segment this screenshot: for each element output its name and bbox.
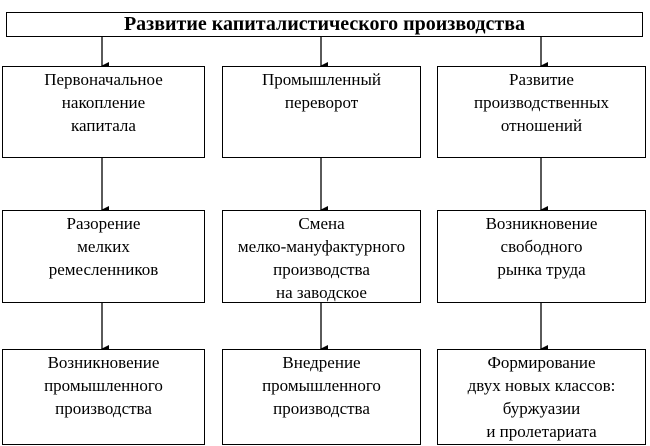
box-col3-bottom: Формирование двух новых классов: буржуаз… [437, 349, 646, 445]
box-line: накопление [61, 93, 146, 112]
box-line: свободного [500, 237, 583, 256]
box-line: Смена [298, 214, 345, 233]
box-line: производства [55, 399, 152, 418]
box-line: Развитие [509, 70, 574, 89]
box-col2-middle: Смена мелко-мануфактурного производства … [222, 210, 421, 303]
box-line: Формирование [487, 353, 596, 372]
diagram-title-text: Развитие капиталистического производства [123, 13, 526, 35]
box-line: Возникновение [47, 353, 160, 372]
box-col1-middle: Разорение мелких ремесленников [2, 210, 205, 303]
box-col3-top: Развитие производственных отношений [437, 66, 646, 158]
box-line: Разорение [66, 214, 141, 233]
box-line: и пролетариата [486, 422, 597, 441]
box-line: производственных [473, 93, 610, 112]
box-col1-top: Первоначальное накопление капитала [2, 66, 205, 158]
box-line: капитала [71, 116, 136, 135]
box-line: переворот [284, 93, 359, 112]
box-line: производства [273, 260, 370, 279]
diagram-title: Развитие капиталистического производства [6, 12, 643, 37]
box-col3-middle: Возникновение свободного рынка труда [437, 210, 646, 303]
box-col2-bottom: Внедрение промышленного производства [222, 349, 421, 445]
box-line: мелких [77, 237, 130, 256]
box-line: Промышленный [262, 70, 381, 89]
box-line: производства [273, 399, 370, 418]
box-line: Первоначальное [44, 70, 163, 89]
box-line: на заводское [276, 283, 367, 302]
box-line: рынка труда [497, 260, 586, 279]
box-line: Возникновение [485, 214, 598, 233]
box-col1-bottom: Возникновение промышленного производства [2, 349, 205, 445]
box-line: буржуазии [502, 399, 581, 418]
box-line: промышленного [262, 376, 381, 395]
box-line: ремесленников [48, 260, 159, 279]
box-line: отношений [500, 116, 583, 135]
box-line: двух новых классов: [467, 376, 616, 395]
box-line: Внедрение [282, 353, 361, 372]
box-line: мелко-мануфактурного [237, 237, 406, 256]
box-line: промышленного [44, 376, 163, 395]
box-col2-top: Промышленный переворот [222, 66, 421, 158]
